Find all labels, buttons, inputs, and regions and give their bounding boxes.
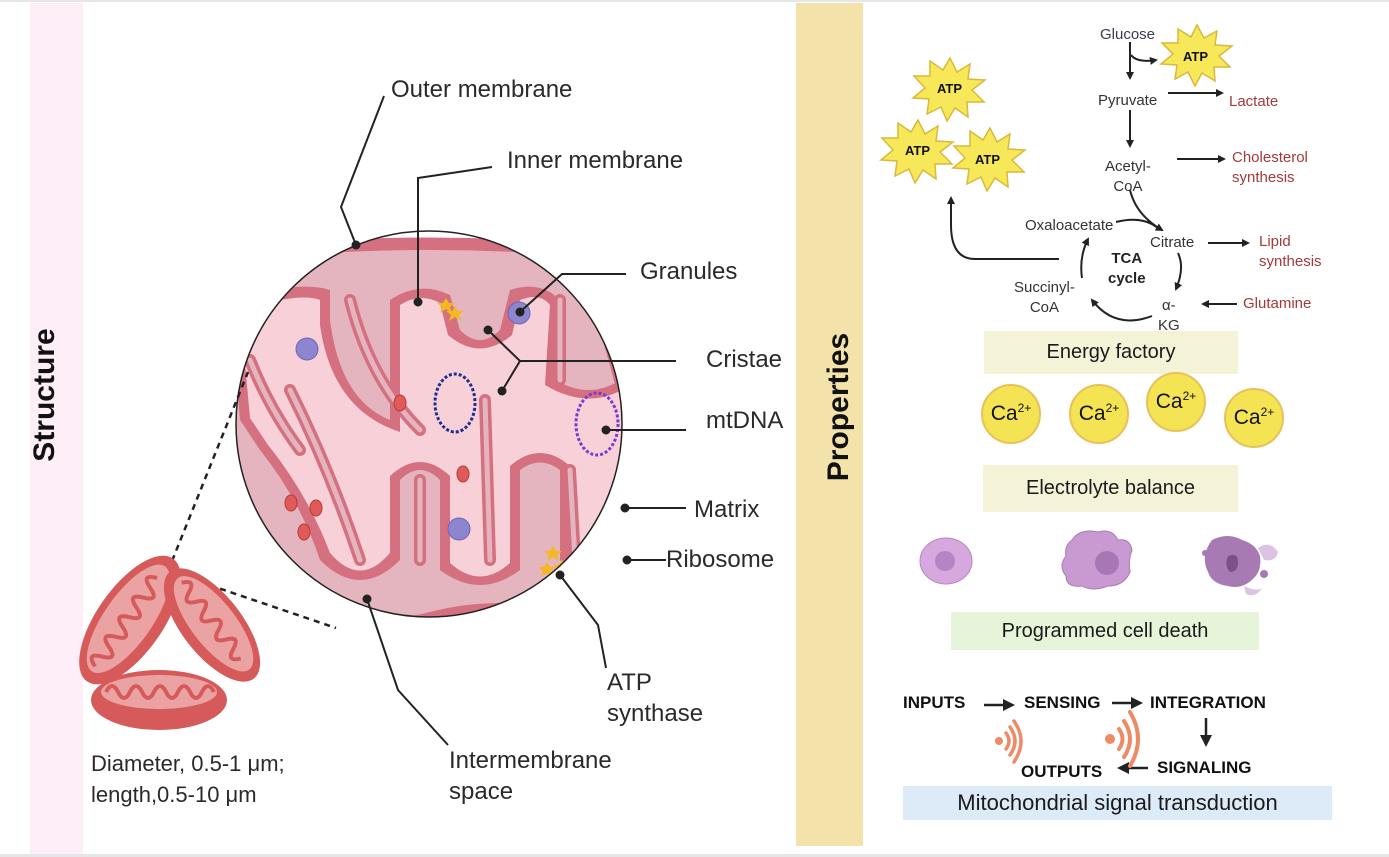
bottom-border bbox=[0, 854, 1389, 857]
pyruvate-label: Pyruvate bbox=[1098, 92, 1158, 109]
ion-symbol: Ca bbox=[1155, 390, 1183, 413]
shrinking-cell-icon bbox=[1061, 530, 1133, 590]
ion-symbol: Ca bbox=[1233, 406, 1261, 429]
atp-star-1 bbox=[911, 56, 988, 123]
signaling-step: SIGNALING bbox=[1157, 758, 1252, 777]
glutamine-label: Glutamine bbox=[1243, 295, 1312, 312]
ribosomes bbox=[284, 394, 622, 569]
signal-wave-icon-2 bbox=[1105, 710, 1140, 768]
dimensions-line2: length,0.5-10 μm bbox=[91, 781, 257, 807]
zoom-indicator-lines bbox=[166, 371, 337, 630]
calcium-ion-4: Ca2+ bbox=[1224, 388, 1284, 448]
calcium-ion-1: Ca2+ bbox=[981, 384, 1041, 444]
tca-line1: TCA bbox=[1111, 250, 1143, 267]
atp-star-2 bbox=[879, 118, 956, 185]
akg-line2: KG bbox=[1158, 316, 1180, 334]
granules bbox=[295, 301, 531, 541]
cristae-label: Cristae bbox=[706, 346, 783, 373]
apoptotic-cell-icon bbox=[1202, 536, 1278, 596]
alpha-kg-label: α- KG bbox=[1158, 296, 1180, 335]
atp-star-3-label: ATP bbox=[975, 152, 1001, 167]
signal-transduction-caption: Mitochondrial signal transduction bbox=[903, 786, 1332, 820]
oxaloacetate-label: Oxaloacetate bbox=[1025, 217, 1114, 234]
ribosome-label: Ribosome bbox=[666, 546, 775, 573]
cholesterol-line2: synthesis bbox=[1232, 168, 1295, 186]
healthy-cell-icon bbox=[919, 537, 973, 585]
top-border bbox=[0, 0, 1389, 2]
inner-membrane-label: Inner membrane bbox=[507, 147, 684, 174]
signal-wave-icon-1 bbox=[995, 719, 1023, 764]
ion-symbol: Ca bbox=[990, 402, 1018, 425]
matrix-label: Matrix bbox=[694, 496, 760, 523]
energy-factory-caption: Energy factory bbox=[984, 331, 1238, 374]
properties-section-band bbox=[796, 3, 863, 846]
cholesterol-synthesis-label: Cholesterol synthesis bbox=[1232, 148, 1308, 187]
intermembrane-space-label: Intermembrane space bbox=[449, 746, 612, 807]
succinyl-line2: CoA bbox=[1029, 298, 1060, 316]
mitochondrion-cross-section bbox=[235, 230, 623, 618]
acetyl-coa-line1: Acetyl- bbox=[1105, 158, 1151, 175]
atp-star-4-label: ATP bbox=[1183, 49, 1209, 64]
atp-star-3 bbox=[951, 126, 1028, 193]
ion-charge: 2+ bbox=[1017, 401, 1032, 415]
dimensions-line1: Diameter, 0.5-1 μm; bbox=[91, 751, 285, 776]
inputs-step: INPUTS bbox=[903, 693, 966, 712]
citrate-label: Citrate bbox=[1150, 234, 1195, 251]
lipid-line1: Lipid bbox=[1259, 233, 1291, 250]
integration-step: INTEGRATION bbox=[1150, 693, 1266, 712]
intermembrane-label-line2: space bbox=[449, 777, 514, 805]
structure-section-band bbox=[30, 3, 83, 854]
succinyl-line1: Succinyl- bbox=[1014, 279, 1075, 296]
ion-charge: 2+ bbox=[1182, 389, 1197, 403]
acetyl-coa-label: Acetyl- CoA bbox=[1105, 157, 1151, 196]
programmed-cell-death-caption: Programmed cell death bbox=[951, 612, 1259, 650]
ion-charge: 2+ bbox=[1105, 401, 1120, 415]
signaling-arrows bbox=[984, 697, 1212, 774]
outer-membrane-label: Outer membrane bbox=[391, 76, 573, 103]
succinyl-coa-label: Succinyl- CoA bbox=[1014, 278, 1075, 317]
atp-synthase-label-line1: ATP bbox=[607, 669, 652, 696]
akg-line1: α- bbox=[1162, 297, 1176, 314]
tca-cycle-label: TCA cycle bbox=[1108, 249, 1146, 288]
dimensions-caption: Diameter, 0.5-1 μm; length,0.5-10 μm bbox=[91, 749, 285, 811]
calcium-ion-2: Ca2+ bbox=[1069, 384, 1129, 444]
mitochondria-illustration bbox=[79, 555, 261, 730]
electrolyte-balance-caption: Electrolyte balance bbox=[983, 465, 1238, 512]
atp-stars bbox=[879, 23, 1235, 193]
tca-line2: cycle bbox=[1108, 269, 1146, 287]
outputs-step: OUTPUTS bbox=[1021, 762, 1103, 781]
atp-star-2-label: ATP bbox=[905, 143, 931, 158]
intermembrane-label-line1: Intermembrane bbox=[449, 747, 612, 774]
granules-label: Granules bbox=[640, 258, 738, 285]
lipid-line2: synthesis bbox=[1259, 252, 1322, 270]
lactate-label: Lactate bbox=[1229, 93, 1279, 110]
glucose-label: Glucose bbox=[1100, 26, 1156, 43]
mtdna-loop-2 bbox=[574, 391, 620, 457]
ion-symbol: Ca bbox=[1078, 402, 1106, 425]
atp-synthase-label: ATP synthase bbox=[607, 668, 703, 729]
lipid-synthesis-label: Lipid synthesis bbox=[1259, 232, 1322, 271]
label-leader-lines bbox=[339, 95, 686, 746]
atp-star-1-label: ATP bbox=[937, 81, 963, 96]
sensing-step: SENSING bbox=[1024, 693, 1101, 712]
calcium-ion-3: Ca2+ bbox=[1146, 372, 1206, 432]
ion-charge: 2+ bbox=[1260, 405, 1275, 419]
atp-synthase-label-line2: synthase bbox=[607, 699, 704, 727]
mtdna-loop-1 bbox=[433, 372, 477, 434]
pathway-arrows bbox=[947, 42, 1250, 322]
acetyl-coa-line2: CoA bbox=[1113, 177, 1143, 195]
atp-star-4 bbox=[1159, 23, 1235, 88]
cholesterol-line1: Cholesterol bbox=[1232, 149, 1308, 166]
mtdna-label: mtDNA bbox=[706, 407, 784, 434]
